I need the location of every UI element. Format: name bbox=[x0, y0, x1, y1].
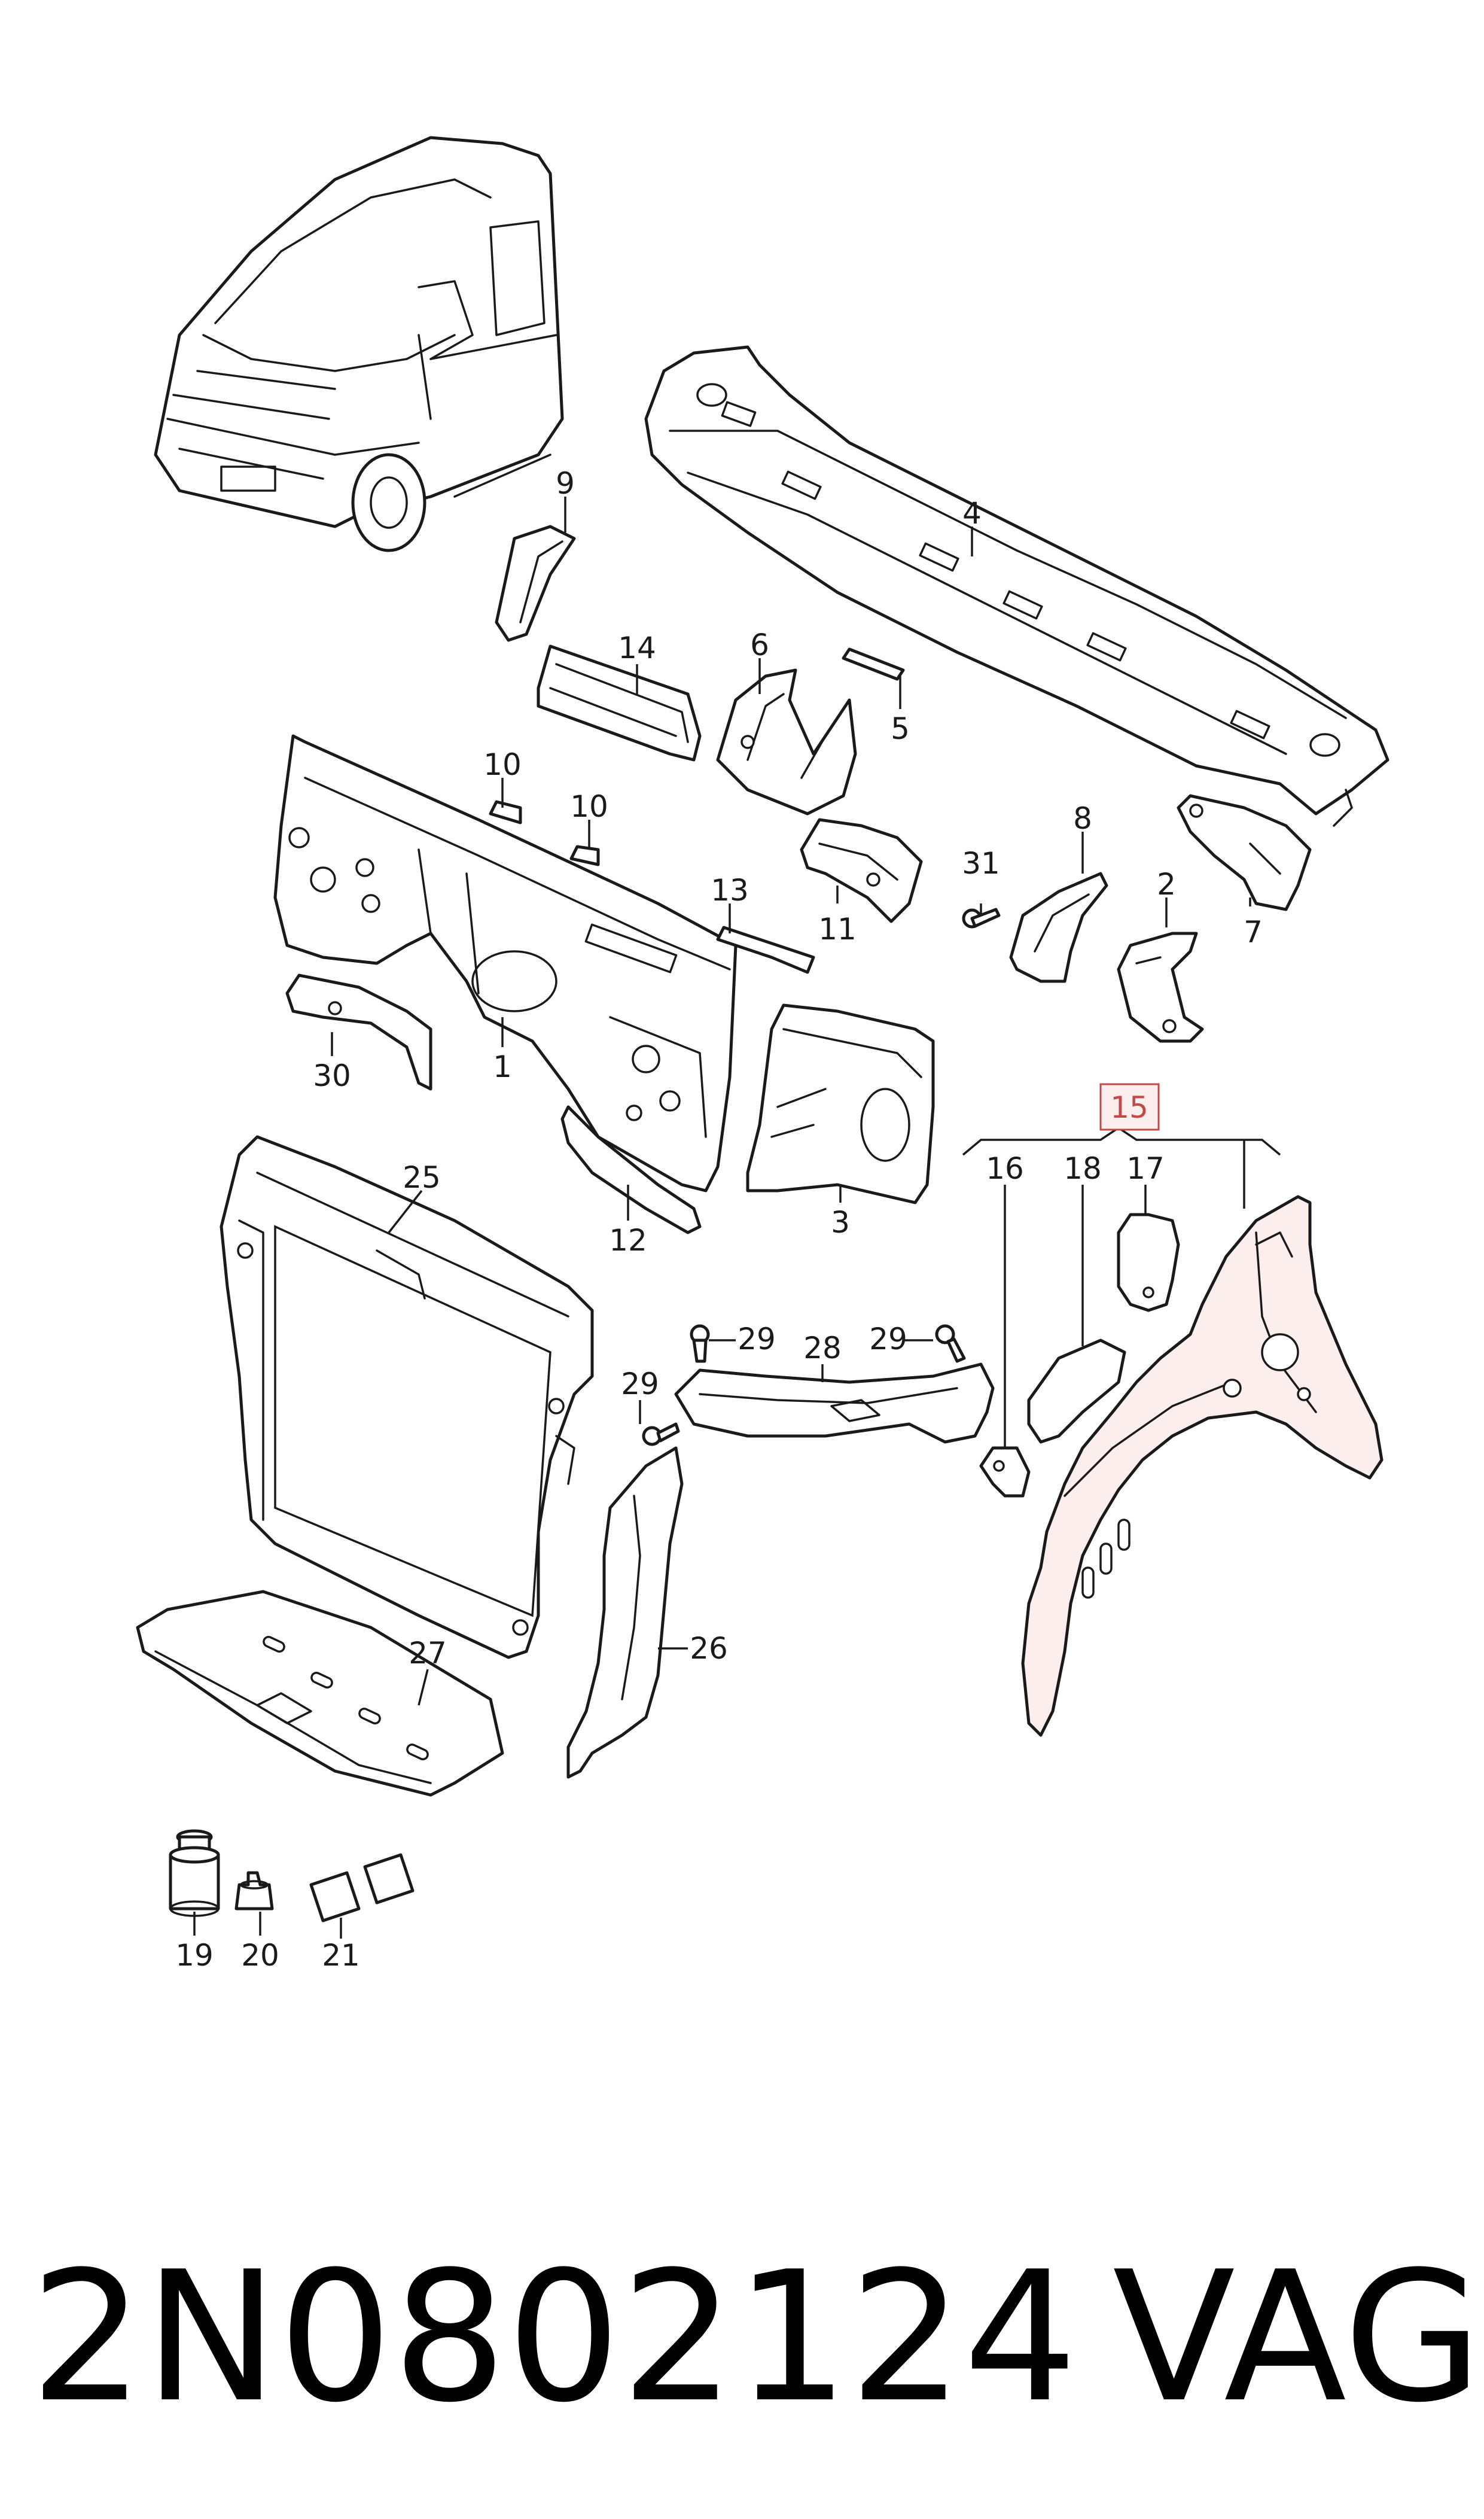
callout-10b: 10 bbox=[570, 789, 608, 824]
leader-lines bbox=[193, 497, 1281, 1939]
callout-10a: 10 bbox=[483, 747, 522, 782]
part-26-side-member bbox=[566, 1446, 684, 1779]
part-18-bracket bbox=[1027, 1338, 1126, 1444]
part-31-bolt bbox=[962, 908, 1001, 929]
part-6-bracket bbox=[716, 668, 857, 816]
callout-1: 1 bbox=[493, 1049, 512, 1084]
part-8-bracket bbox=[1009, 872, 1108, 983]
callout-2: 2 bbox=[1157, 867, 1176, 902]
callout-3: 3 bbox=[831, 1205, 850, 1240]
part-14-panel bbox=[537, 644, 702, 762]
part-3-side-panel bbox=[746, 1003, 935, 1204]
part-20-plug bbox=[234, 1871, 274, 1910]
part-4-cross-member bbox=[644, 345, 1389, 827]
part-27-underbody-shield bbox=[136, 1590, 504, 1797]
callout-29a: 29 bbox=[738, 1322, 776, 1356]
callout-25: 25 bbox=[403, 1160, 441, 1195]
part-10-clip-b bbox=[569, 845, 600, 866]
callout-17: 17 bbox=[1126, 1151, 1165, 1186]
part-2-bracket bbox=[1117, 932, 1204, 1043]
part-13-strip bbox=[716, 926, 815, 974]
part-15-wheel-housing bbox=[1021, 1195, 1384, 1737]
part-28-cross-brace bbox=[674, 1362, 995, 1444]
callout-13: 13 bbox=[711, 873, 749, 908]
callout-8: 8 bbox=[1073, 801, 1092, 836]
callout-19: 19 bbox=[175, 1938, 214, 1973]
part-29-bolt-c bbox=[642, 1422, 680, 1446]
part-29-bolt-a bbox=[690, 1324, 710, 1363]
part-21-adhesive-pads bbox=[309, 1853, 415, 1922]
callout-9: 9 bbox=[556, 466, 575, 501]
callout-27: 27 bbox=[409, 1636, 447, 1671]
callout-30: 30 bbox=[313, 1058, 351, 1093]
callout-14: 14 bbox=[618, 631, 656, 665]
callout-31: 31 bbox=[962, 846, 1000, 881]
van-illustration bbox=[154, 136, 564, 552]
part-12-strut bbox=[560, 1105, 702, 1234]
part-10-clip-a bbox=[489, 800, 522, 825]
part-30-bracket bbox=[285, 973, 432, 1091]
callout-7: 7 bbox=[1244, 915, 1263, 950]
part-1-bulkhead bbox=[273, 734, 738, 1192]
callout-4: 4 bbox=[962, 496, 982, 531]
callout-12: 12 bbox=[609, 1223, 647, 1258]
brand-name: VAG bbox=[1113, 2233, 1482, 2442]
part-29-bolt-b bbox=[935, 1324, 966, 1363]
callout-20: 20 bbox=[241, 1938, 279, 1973]
part-5-strip bbox=[842, 647, 905, 681]
callout-18: 18 bbox=[1064, 1151, 1102, 1186]
part-number: 2N0802124 bbox=[30, 2233, 1077, 2442]
callout-16: 16 bbox=[986, 1151, 1024, 1186]
part-9-bracket bbox=[495, 525, 576, 642]
part-25-radiator-frame bbox=[220, 1135, 594, 1659]
part-19-sealant-cartridge bbox=[169, 1829, 220, 1917]
callout-29b: 29 bbox=[869, 1322, 907, 1356]
callout-11: 11 bbox=[818, 912, 857, 947]
part-11-bracket bbox=[800, 818, 923, 923]
callout-26: 26 bbox=[690, 1631, 728, 1666]
callout-28: 28 bbox=[803, 1331, 842, 1365]
callout-15-box bbox=[1099, 1083, 1160, 1131]
part-17-bracket bbox=[1117, 1213, 1180, 1312]
callout-21: 21 bbox=[322, 1938, 360, 1973]
callout-5: 5 bbox=[891, 711, 910, 746]
callout-15: 15 bbox=[1110, 1090, 1148, 1125]
callout-29c: 29 bbox=[621, 1367, 659, 1401]
part-7-bracket bbox=[1177, 794, 1312, 911]
callout-6: 6 bbox=[750, 628, 769, 662]
part-16-bracket bbox=[979, 1446, 1031, 1498]
callout-labels: 9 4 14 6 5 10 10 13 11 31 8 2 7 30 1 3 1… bbox=[175, 466, 1263, 1973]
